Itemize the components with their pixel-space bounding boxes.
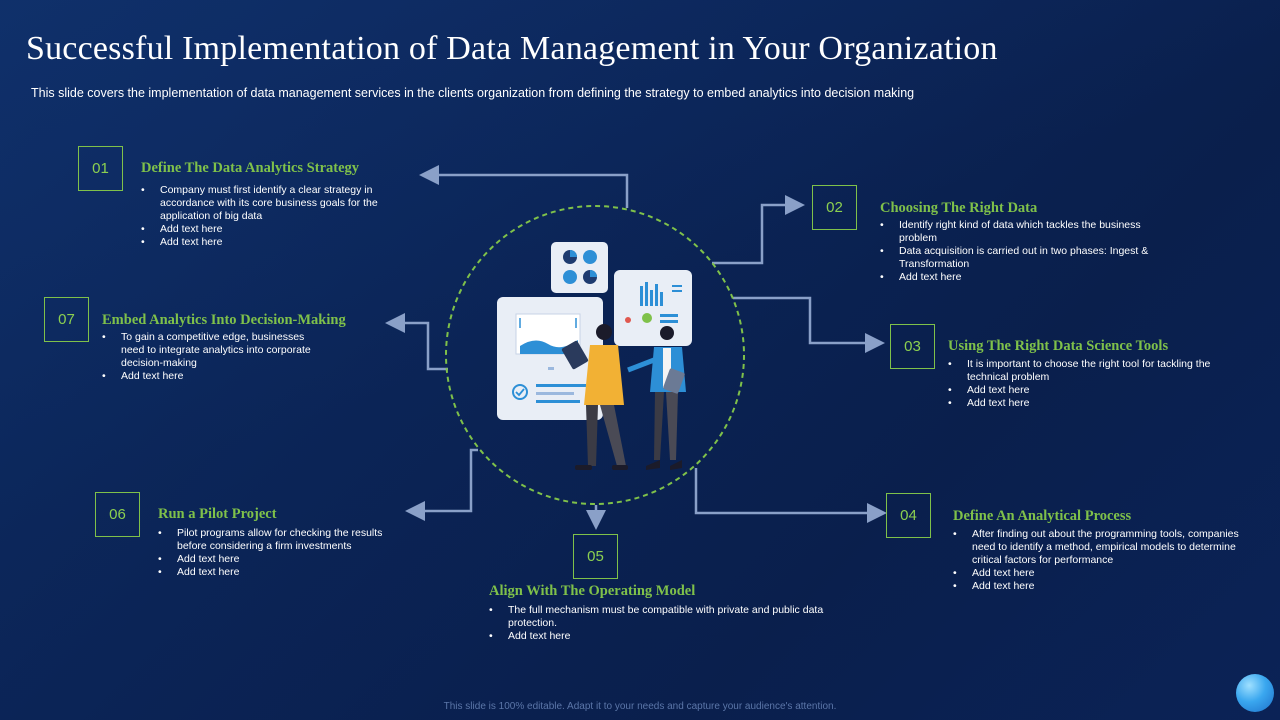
step-07-number: 07: [44, 297, 89, 342]
step-02-number: 02: [812, 185, 857, 230]
step-05-bullet: The full mechanism must be compatible wi…: [489, 604, 839, 630]
step-06-bullet: Add text here: [158, 553, 403, 566]
step-01-number: 01: [78, 146, 123, 191]
step-01-bullet: Add text here: [141, 236, 401, 249]
step-05-title: Align With The Operating Model: [489, 583, 696, 599]
step-06-bullets: Pilot programs allow for checking the re…: [158, 527, 403, 579]
connector-01: [419, 165, 629, 208]
step-06-bullet: Pilot programs allow for checking the re…: [158, 527, 403, 553]
team-analytics-illustration: [497, 242, 692, 470]
step-07-title: Embed Analytics Into Decision-Making: [102, 312, 346, 328]
connector-04: [694, 468, 887, 523]
step-07-bullets: To gain a competitive edge, businesses n…: [102, 331, 327, 383]
step-03-bullets: It is important to choose the right tool…: [948, 358, 1228, 410]
step-03-number: 03: [890, 324, 935, 369]
step-05-bullets: The full mechanism must be compatible wi…: [489, 604, 839, 643]
step-02-bullet: Add text here: [880, 271, 1155, 284]
center-dashed-circle: [445, 205, 745, 505]
step-04-title: Define An Analytical Process: [953, 508, 1132, 524]
connector-06: [405, 448, 478, 521]
footer-note: This slide is 100% editable. Adapt it to…: [443, 701, 837, 712]
step-07-bullet: Add text here: [102, 370, 327, 383]
step-03-bullet: Add text here: [948, 397, 1228, 410]
step-04-bullet: Add text here: [953, 580, 1253, 593]
connector-07: [385, 313, 448, 371]
connector-03: [733, 296, 885, 353]
step-04-bullet: After finding out about the programming …: [953, 528, 1253, 567]
step-02-bullet: Identify right kind of data which tackle…: [880, 219, 1155, 245]
slide-title: Successful Implementation of Data Manage…: [26, 30, 998, 67]
step-06-title: Run a Pilot Project: [158, 506, 277, 522]
connector-02: [712, 195, 805, 265]
slide-subtitle: This slide covers the implementation of …: [31, 86, 915, 100]
step-03-title: Using The Right Data Science Tools: [948, 338, 1169, 354]
step-05-bullet: Add text here: [489, 630, 839, 643]
step-01-bullets: Company must first identify a clear stra…: [141, 184, 401, 249]
step-03-bullet: It is important to choose the right tool…: [948, 358, 1228, 384]
step-02-bullet: Data acquisition is carried out in two p…: [880, 245, 1155, 271]
step-01-bullet: Add text here: [141, 223, 401, 236]
step-04-bullet: Add text here: [953, 567, 1253, 580]
step-06-number: 06: [95, 492, 140, 537]
step-03-bullet: Add text here: [948, 384, 1228, 397]
step-07-bullet: To gain a competitive edge, businesses n…: [102, 331, 327, 370]
decorative-orb: [1236, 674, 1274, 712]
step-04-number: 04: [886, 493, 931, 538]
step-06-bullet: Add text here: [158, 566, 403, 579]
step-01-bullet: Company must first identify a clear stra…: [141, 184, 401, 223]
step-01-title: Define The Data Analytics Strategy: [141, 160, 360, 176]
step-02-title: Choosing The Right Data: [880, 200, 1038, 216]
step-02-bullets: Identify right kind of data which tackle…: [880, 219, 1155, 284]
step-04-bullets: After finding out about the programming …: [953, 528, 1253, 593]
step-05-number: 05: [573, 534, 618, 579]
